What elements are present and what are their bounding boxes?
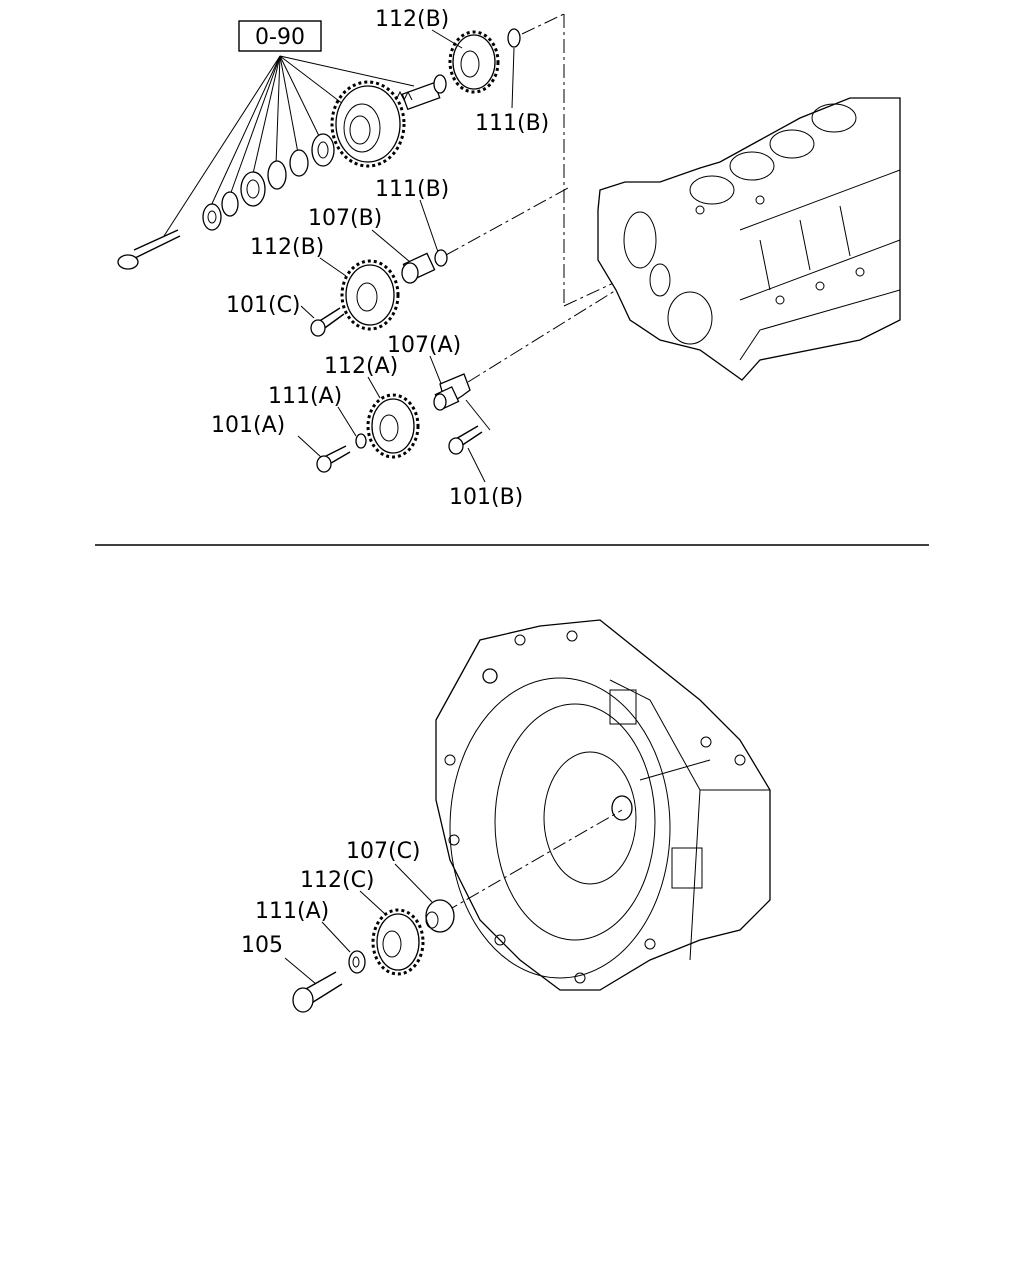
bolt-101c: [310, 307, 345, 337]
gear-112a: [366, 393, 420, 459]
center-line-lower: [444, 809, 623, 913]
callout-lower-bolt: 105: [241, 933, 283, 958]
gear-112b-top: [448, 30, 500, 94]
snap-ring-2: [289, 149, 309, 177]
flywheel-housing: [435, 619, 771, 991]
callout-washer-low: 111(A): [268, 384, 342, 409]
callout-lower-shaft: 107(C): [346, 839, 421, 864]
upper-exploded-view: 0-90: [117, 7, 901, 510]
bearing-1: [240, 171, 266, 207]
assembly-leader-lines: [163, 55, 415, 237]
snap-ring-1: [267, 160, 287, 190]
washer-111a-upper: [355, 433, 367, 449]
callout-lower-washer: 111(A): [255, 899, 329, 924]
engine-block: [597, 97, 901, 381]
assembly-box-label: 0-90: [255, 25, 305, 50]
gear-112b-mid: [340, 259, 400, 331]
assembly-box: [238, 20, 322, 52]
callout-lower-gear: 112(C): [300, 868, 375, 893]
bearing-2: [311, 133, 335, 167]
collar-2: [221, 191, 239, 217]
washer-111b-mid: [434, 249, 448, 267]
washer-111a-lower: [348, 950, 366, 974]
collar-1: [202, 203, 222, 231]
callout-washer-top: 111(B): [475, 111, 549, 136]
long-bolt: [117, 229, 181, 270]
callout-gear-low: 112(A): [324, 354, 398, 379]
shaft-107b: [401, 252, 436, 284]
lower-exploded-view: 107(C) 112(C) 111(A) 105: [241, 619, 771, 1013]
shaft-107c: [425, 899, 455, 933]
gear-112c: [371, 908, 425, 976]
callout-bolt-low: 101(A): [211, 413, 285, 438]
callout-bolt-mid: 101(C): [226, 293, 301, 318]
bolt-105: [292, 971, 343, 1013]
callout-shaft-low: 107(A): [387, 333, 461, 358]
bolt-101b: [448, 399, 491, 455]
large-idler-gear: [330, 80, 406, 168]
callout-bolt-flange: 101(B): [449, 485, 523, 510]
idler-shaft-upper: [395, 74, 447, 111]
callout-shaft-mid: 107(B): [308, 206, 382, 231]
callout-gear-mid: 112(B): [250, 235, 324, 260]
shaft-107a: [433, 373, 471, 411]
callout-gear-top: 112(B): [375, 7, 449, 32]
washer-111b-top: [507, 28, 521, 48]
callout-washer-mid: 111(B): [375, 177, 449, 202]
bolt-101a: [316, 445, 351, 473]
